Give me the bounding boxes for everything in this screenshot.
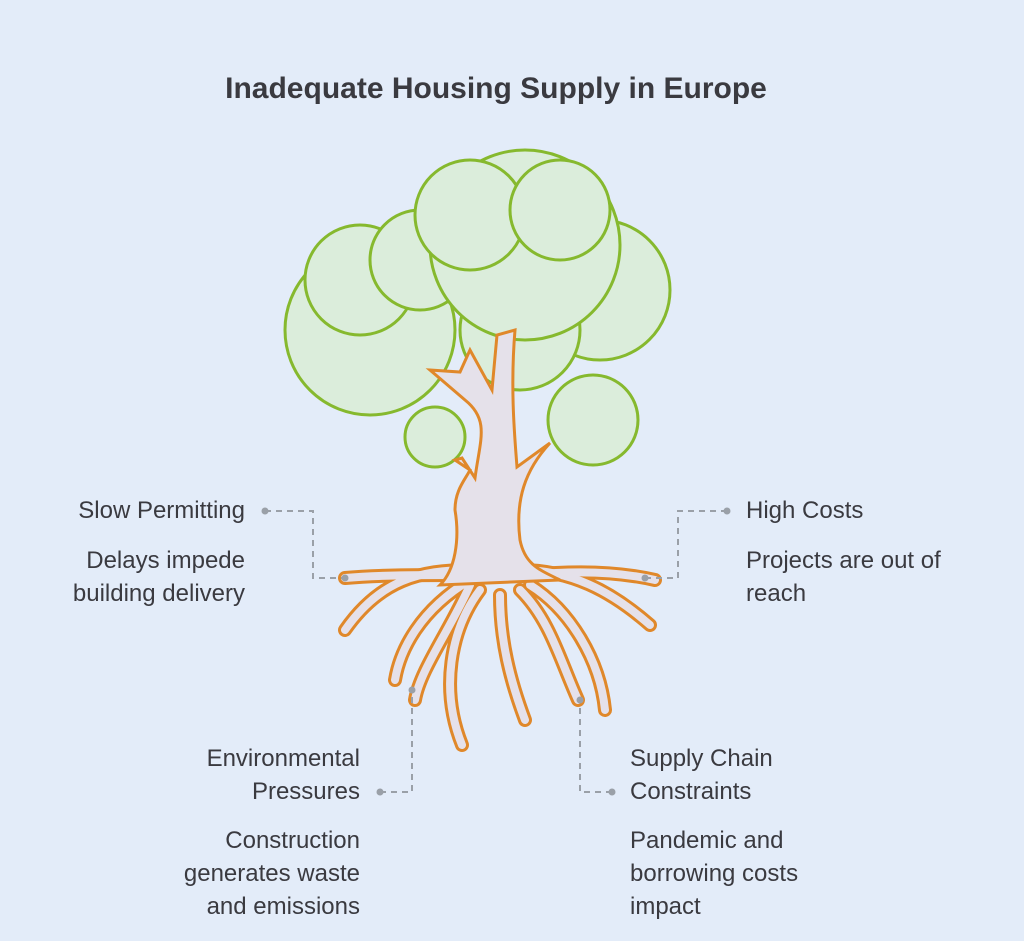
trunk [425, 327, 561, 587]
foliage [283, 148, 672, 469]
high-costs-heading: High Costs [746, 497, 864, 524]
high-costs-desc: Projects are out of reach [746, 547, 941, 607]
environmental-pressures-heading: Environmental Pressures [206, 745, 360, 805]
slow-permitting-desc: Delays impede building delivery [72, 547, 245, 607]
connectors [265, 510, 727, 793]
supply-chain-desc: Pandemic and borrowing costs impact [630, 827, 799, 920]
supply-chain-heading: Supply Chain Constraints [630, 745, 773, 805]
environmental-pressures-desc: Construction generates waste and emissio… [183, 827, 360, 920]
connector-dots [261, 507, 731, 796]
diagram-title: Inadequate Housing Supply in Europe [225, 72, 767, 105]
slow-permitting-heading: Slow Permitting [78, 497, 245, 524]
